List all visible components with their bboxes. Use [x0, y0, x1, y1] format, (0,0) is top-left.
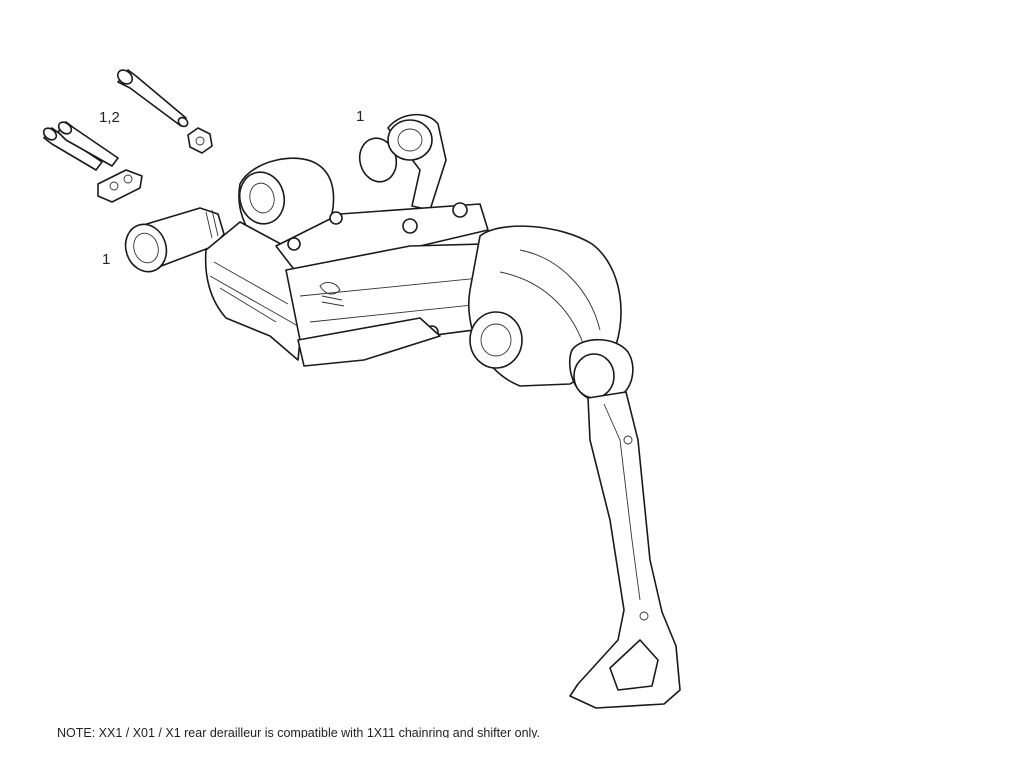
main-bushing — [124, 207, 225, 273]
compatibility-note: NOTE: XX1 / X01 / X1 rear derailleur is … — [57, 726, 541, 738]
callout-label-pins: 1,2 — [99, 109, 120, 126]
double-pins — [42, 121, 119, 171]
derailleur-body — [204, 157, 681, 709]
cage-bushing — [358, 113, 447, 211]
pin-retainer — [187, 127, 213, 154]
link-plate — [97, 169, 143, 203]
long-pin — [116, 69, 189, 128]
callout-label-main-bushing: 1 — [102, 251, 111, 268]
callout-label-cage-bushing: 1 — [356, 108, 365, 125]
